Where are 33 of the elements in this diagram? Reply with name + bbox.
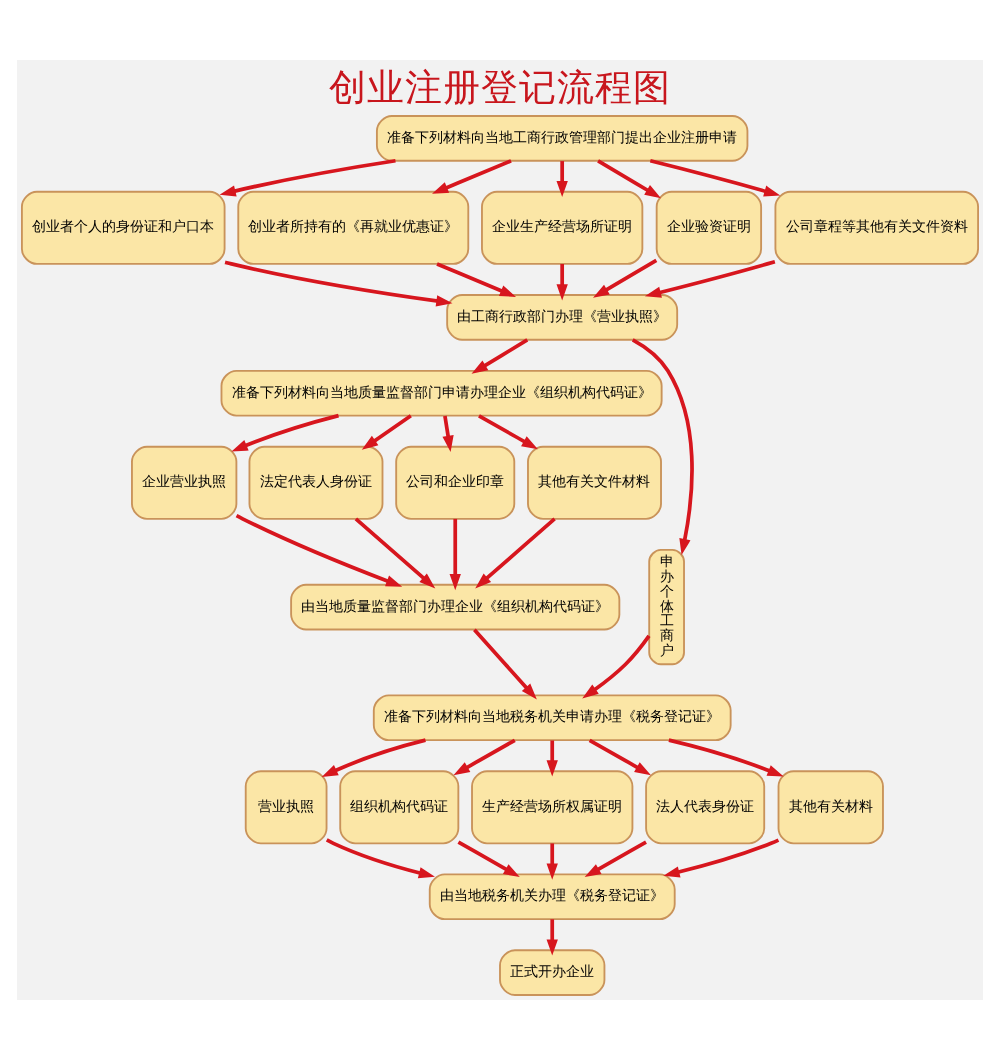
arrow [668, 738, 784, 777]
diagram-title: 创业注册登记流程图 [329, 67, 671, 110]
arrow [453, 738, 516, 776]
arrow [354, 517, 436, 589]
arrow [582, 634, 651, 699]
arrow [556, 161, 568, 198]
arrow [588, 738, 651, 776]
arrow [556, 264, 568, 301]
arrow [325, 838, 435, 879]
arrow [457, 840, 520, 878]
arrow [235, 514, 403, 587]
arrow [231, 413, 339, 452]
arrow [432, 159, 512, 194]
arrow [219, 158, 396, 197]
arrow [449, 518, 461, 591]
arrow [631, 338, 694, 556]
arrow [663, 838, 780, 878]
arrow [442, 415, 454, 452]
arrow [584, 840, 647, 878]
arrow [473, 628, 537, 700]
arrow [436, 262, 517, 297]
arrow [593, 258, 658, 298]
arrow [475, 517, 556, 589]
arrow [546, 919, 558, 956]
arrow [361, 414, 412, 450]
arrow [546, 740, 558, 777]
arrow [597, 159, 661, 199]
arrow [546, 843, 558, 880]
arrow [649, 159, 781, 197]
arrow [471, 338, 529, 374]
arrow [478, 414, 538, 450]
arrow [224, 260, 453, 307]
arrow [644, 259, 776, 298]
